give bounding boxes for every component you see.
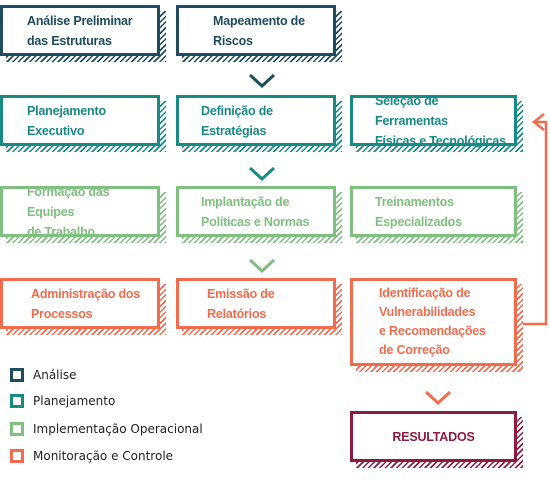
legend-label: Planejamento [33,394,116,408]
box-emissao-relatorios-label: Emissão de Relatórios [207,286,275,321]
box-definicao-estrategias: Definição de Estratégias [176,95,336,146]
box-formacao-equipes-label: Formação das Equipes de Trabalho [27,184,110,239]
box-planejamento-executivo: Planejamento Executivo [0,95,160,146]
legend-item-implementacao: Implementação Operacional [10,421,203,437]
box-selecao-ferramentas: Seleção de Ferramentas Físicas e Tecnoló… [350,94,517,148]
chevron-left-icon [531,113,545,131]
feedback-arrow [523,120,548,326]
box-mapeamento-riscos-label: Mapeamento de Riscos [213,13,305,48]
box-identificacao-vulnerabilidades-label: Identificação de Vulnerabilidades e Reco… [379,286,486,357]
box-analise-preliminar-label: Análise Preliminar das Estruturas [27,13,133,48]
chevron-down-icon [248,73,276,89]
chevron-down-icon [248,166,276,182]
legend-item-analise: Análise [10,367,76,383]
legend-swatch [10,422,24,436]
legend-item-monitoracao: Monitoração e Controle [10,448,173,464]
legend-label: Implementação Operacional [33,422,203,436]
box-implantacao-politicas: Implantação de Políticas e Normas [176,186,336,237]
legend-swatch [10,368,24,382]
chevron-down-icon [248,258,276,274]
legend-item-planejamento: Planejamento [10,393,115,409]
box-formacao-equipes: Formação das Equipes de Trabalho [0,185,160,239]
legend-label: Monitoração e Controle [33,449,174,463]
box-implantacao-politicas-label: Implantação de Políticas e Normas [201,194,310,229]
legend-swatch [10,449,24,463]
box-administracao-processos-label: Administração dos Processos [31,286,141,321]
legend-swatch [10,394,24,408]
box-mapeamento-riscos: Mapeamento de Riscos [176,5,336,56]
box-resultados: RESULTADOS [350,411,517,462]
box-treinamentos: Treinamentos Especializados [350,186,517,237]
box-definicao-estrategias-label: Definição de Estratégias [201,103,273,138]
box-treinamentos-label: Treinamentos Especializados [375,194,462,229]
chevron-down-icon [424,390,452,406]
box-identificacao-vulnerabilidades: Identificação de Vulnerabilidades e Reco… [350,278,517,366]
box-planejamento-executivo-label: Planejamento Executivo [27,103,106,138]
box-emissao-relatorios: Emissão de Relatórios [176,278,336,329]
box-administracao-processos: Administração dos Processos [0,278,160,329]
box-selecao-ferramentas-label: Seleção de Ferramentas Físicas e Tecnoló… [375,93,506,148]
box-analise-preliminar: Análise Preliminar das Estruturas [0,5,160,56]
box-resultados-label: RESULTADOS [392,429,475,444]
legend-label: Análise [33,368,77,382]
